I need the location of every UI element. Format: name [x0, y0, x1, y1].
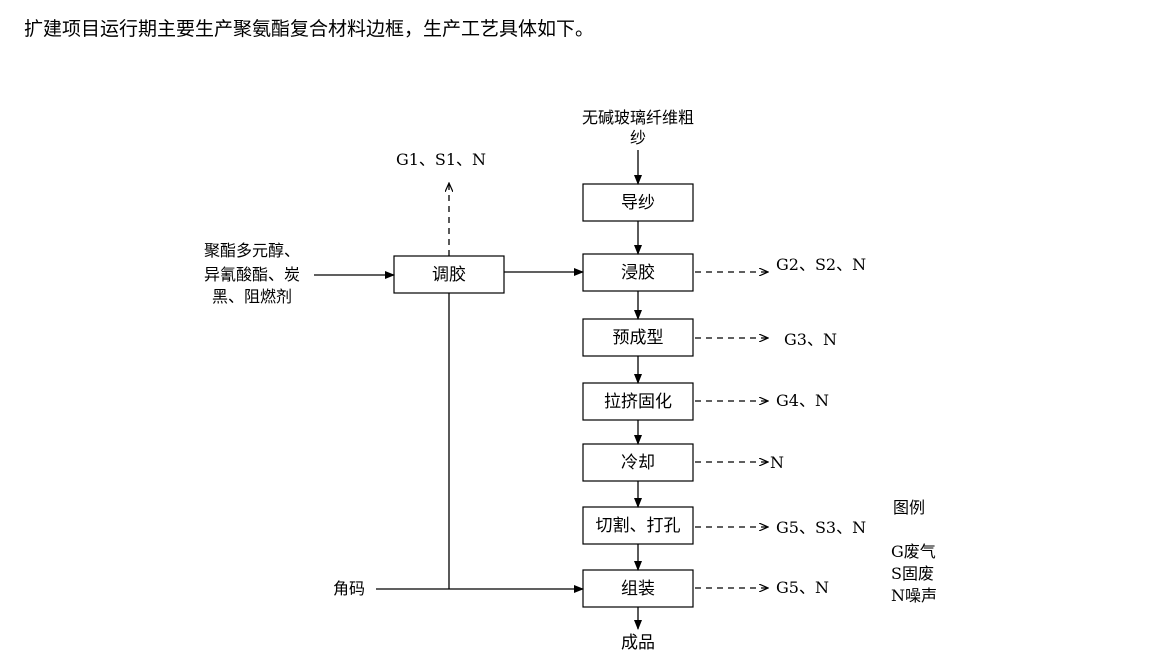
emission-cooling: N: [770, 453, 784, 472]
node-cutting-label: 切割、打孔: [596, 516, 681, 536]
node-assembly-label: 组装: [621, 579, 655, 599]
intro-text: 扩建项目运行期主要生产聚氨酯复合材料边框，生产工艺具体如下。: [24, 18, 595, 40]
input-resin-line3: 黑、阻燃剂: [212, 287, 292, 306]
node-cooling-label: 冷却: [621, 453, 655, 473]
emission-impregnation: G2、S2、N: [776, 255, 866, 274]
node-impregnation: 浸胶: [582, 253, 694, 292]
emission-assembly: G5、N: [776, 578, 829, 597]
node-impregnation-label: 浸胶: [621, 263, 655, 283]
node-pultrusion: 拉挤固化: [582, 382, 694, 421]
input-glass-fiber-line1: 无碱玻璃纤维粗: [582, 108, 694, 127]
input-resin-line1: 聚酯多元醇、: [204, 241, 300, 260]
legend-title: 图例: [893, 498, 925, 517]
input-glass-fiber-line2: 纱: [630, 128, 646, 147]
node-assembly: 组装: [582, 569, 694, 608]
node-yarn-guide: 导纱: [582, 183, 694, 222]
emission-preforming: G3、N: [784, 330, 837, 349]
node-preforming: 预成型: [582, 318, 694, 357]
emission-cutting: G5、S3、N: [776, 518, 866, 537]
node-preforming-label: 预成型: [613, 328, 664, 348]
node-pultrusion-label: 拉挤固化: [604, 392, 672, 412]
legend-solid: S固废: [891, 564, 934, 583]
node-mixing: 调胶: [393, 255, 505, 294]
node-product: 成品: [621, 633, 655, 653]
node-yarn-guide-label: 导纱: [621, 193, 655, 213]
emission-pultrusion: G4、N: [776, 391, 829, 410]
emission-mixing: G1、S1、N: [396, 150, 486, 169]
legend-gas: G废气: [891, 542, 936, 561]
input-corner-code: 角码: [333, 579, 365, 598]
node-mixing-label: 调胶: [432, 265, 466, 285]
legend: 图例 G废气 S固废 N噪声: [891, 498, 937, 605]
input-resin-line2: 异氰酸酯、炭: [204, 265, 300, 284]
node-cutting: 切割、打孔: [582, 506, 694, 545]
node-cooling: 冷却: [582, 443, 694, 482]
legend-noise: N噪声: [891, 586, 937, 605]
